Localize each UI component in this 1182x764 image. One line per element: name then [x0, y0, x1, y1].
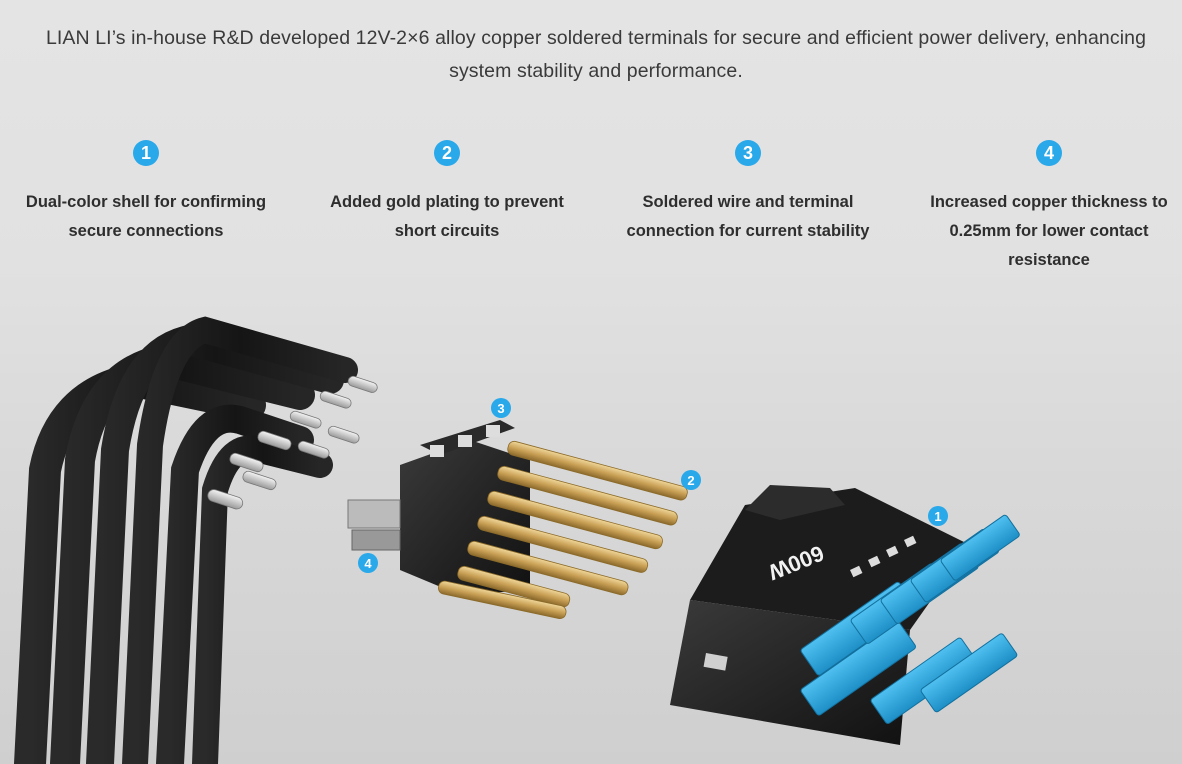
callout-badges: 1 2 3 4 [358, 398, 948, 573]
feature-text: Dual-color shell for confirming secure c… [25, 193, 267, 240]
callout-2-icon: 2 [681, 470, 701, 490]
feature-item-1: 1 Dual-color shell for confirming secure… [11, 140, 281, 246]
feature-item-4: 4 Increased copper thickness to 0.25mm f… [914, 140, 1182, 275]
feature-text: Added gold plating to prevent short circ… [330, 193, 564, 240]
connector-housing: 600W [670, 485, 1020, 745]
svg-text:3: 3 [497, 401, 504, 416]
feature-list: 1 Dual-color shell for confirming secure… [0, 140, 1182, 290]
intro-line-2: system stability and performance. [449, 60, 743, 82]
intro-paragraph: LIAN LI’s in-house R&D developed 12V-2×6… [10, 22, 1182, 88]
callout-1-icon: 1 [928, 506, 948, 526]
feature-text: Soldered wire and terminal connection fo… [626, 193, 870, 240]
latch-slots [850, 535, 917, 578]
number-badge-icon: 1 [133, 140, 159, 166]
callout-4-icon: 4 [358, 553, 378, 573]
number-badge-icon: 2 [434, 140, 460, 166]
number-badge-icon: 3 [735, 140, 761, 166]
cable-pin-icon [207, 375, 378, 510]
feature-text: Increased copper thickness to 0.25mm for… [930, 193, 1168, 269]
svg-text:2: 2 [687, 473, 694, 488]
svg-text:4: 4 [364, 556, 372, 571]
sleeved-cables [14, 316, 378, 764]
callout-3-icon: 3 [491, 398, 511, 418]
svg-text:1: 1 [934, 509, 941, 524]
feature-item-2: 2 Added gold plating to prevent short ci… [312, 140, 582, 246]
terminal-block [347, 420, 688, 620]
feature-item-3: 3 Soldered wire and terminal connection … [613, 140, 883, 246]
number-badge-icon: 4 [1036, 140, 1062, 166]
intro-line-1: LIAN LI’s in-house R&D developed 12V-2×6… [45, 27, 1147, 49]
blue-pin-block [800, 514, 1020, 724]
connector-illustration: 600W 1 2 3 4 [14, 316, 1020, 764]
gold-terminal-icon [438, 440, 688, 620]
